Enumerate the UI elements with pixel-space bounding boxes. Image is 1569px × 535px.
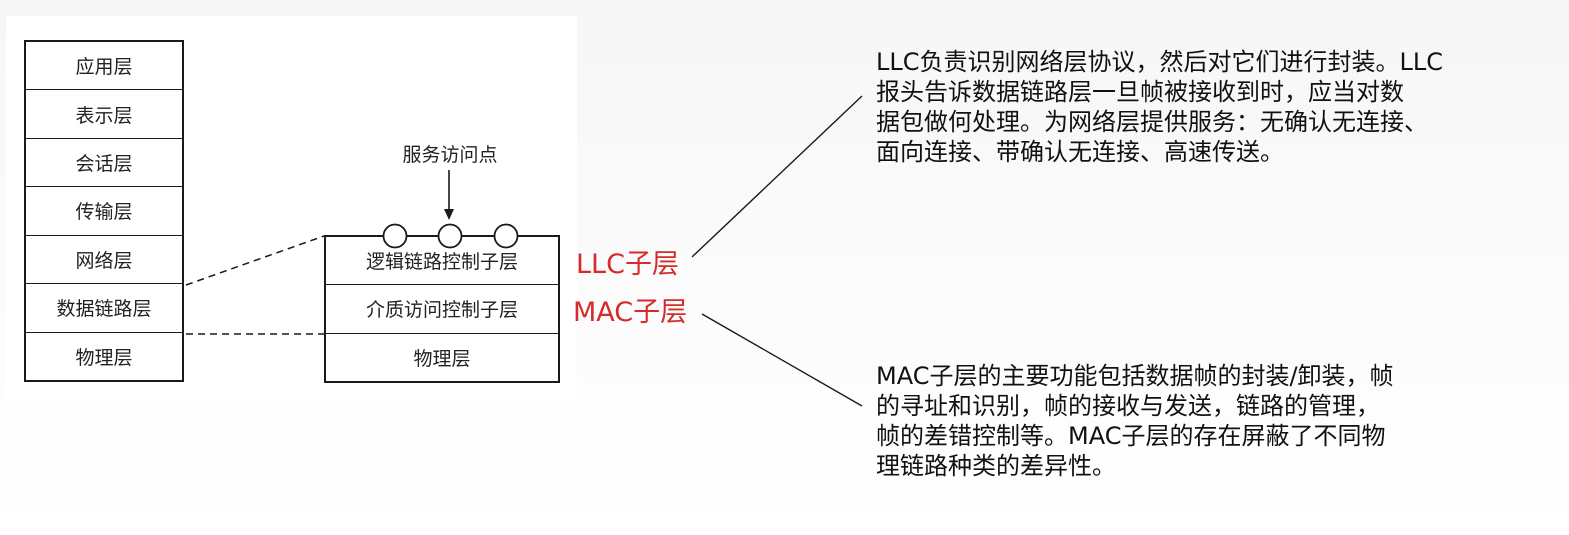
llc-description-line-2: 报头告诉数据链路层一旦帧被接收到时，应当对数 xyxy=(876,78,1404,106)
mac-description-line-2: 的寻址和识别，帧的接收与发送，链路的管理， xyxy=(876,392,1380,420)
sublayer-physical: 物理层 xyxy=(413,347,471,370)
llc-callout-line xyxy=(691,95,863,258)
llc-description-line-1: LLC负责识别网络层协议，然后对它们进行封装。LLC xyxy=(876,48,1443,76)
service-access-point-circle-2 xyxy=(437,223,463,249)
service-access-point-circle-3 xyxy=(493,223,519,249)
osi-layer-presentation: 表示层 xyxy=(26,90,182,139)
diagram-panel xyxy=(6,16,577,400)
sublayer-llc: 逻辑链路控制子层 xyxy=(326,237,558,286)
mac-description: MAC子层的主要功能包括数据帧的封装/卸装，帧 的寻址和识别，帧的接收与发送，链… xyxy=(876,361,1394,481)
osi-layer-data-link: 数据链路层 xyxy=(26,284,182,333)
service-access-point-circle-1 xyxy=(382,223,408,249)
service-access-point-label: 服务访问点 xyxy=(402,144,498,166)
expansion-dashed-line-top xyxy=(185,235,325,286)
osi-layer-application: 应用层 xyxy=(26,42,182,91)
osi-layer-stack: 应用层 表示层 会话层 传输层 网络层 数据链路层 物理层 xyxy=(24,40,184,382)
osi-layer-network: 网络层 xyxy=(26,236,182,285)
osi-layer-transport: 传输层 xyxy=(26,187,182,236)
llc-description-line-3: 据包做何处理。为网络层提供服务：无确认无连接、 xyxy=(876,108,1428,136)
mac-description-line-1: MAC子层的主要功能包括数据帧的封装/卸装，帧 xyxy=(876,362,1394,390)
mac-description-line-3: 帧的差错控制等。MAC子层的存在屏蔽了不同物 xyxy=(876,422,1386,450)
service-access-point-arrow-head xyxy=(444,209,454,220)
llc-description-line-4: 面向连接、带确认无连接、高速传送。 xyxy=(876,138,1284,166)
mac-sublayer-label: MAC子层 xyxy=(573,297,688,328)
mac-description-line-4: 理链路种类的差异性。 xyxy=(876,452,1116,480)
mac-callout-line xyxy=(701,313,863,407)
osi-layer-session: 会话层 xyxy=(26,139,182,188)
llc-sublayer-label: LLC子层 xyxy=(576,249,679,280)
sublayer-mac: 介质访问控制子层 xyxy=(326,285,558,334)
llc-description: LLC负责识别网络层协议，然后对它们进行封装。LLC 报头告诉数据链路层一旦帧被… xyxy=(876,47,1443,167)
osi-layer-physical: 物理层 xyxy=(75,346,133,369)
